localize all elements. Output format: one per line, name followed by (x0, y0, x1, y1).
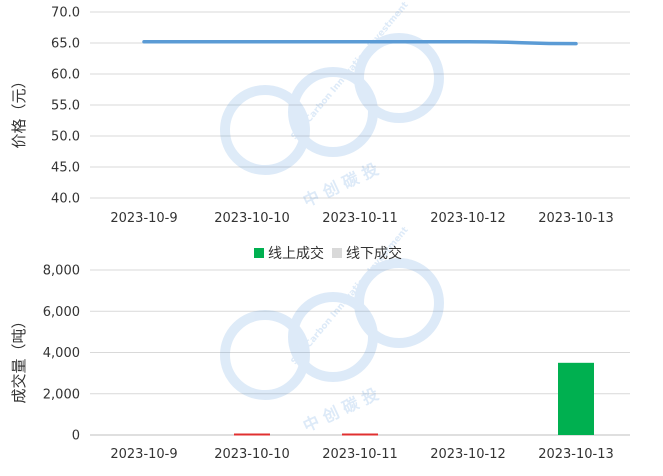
legend-swatch (254, 248, 264, 258)
bar (558, 362, 594, 435)
y-tick-label: 2,000 (43, 387, 80, 402)
y-tick-label: 70.0 (51, 6, 80, 21)
chart-text: 40.0 45.0 50.0 55.0 60.0 65.0 70.0 2023-10-9 202… (10, 6, 614, 463)
watermark-ring (220, 310, 310, 400)
y-tick-label: 55.0 (51, 99, 80, 114)
x-tick-label: 2023-10-11 (322, 447, 398, 462)
x-tick-label: 2023-10-9 (110, 211, 177, 226)
x-tick-label: 2023-10-12 (430, 447, 506, 462)
watermark-ring (288, 292, 378, 382)
x-tick-label: 2023-10-13 (538, 447, 614, 462)
watermark-ring (220, 85, 310, 175)
y-tick-label: 40.0 (51, 192, 80, 207)
watermark-ring (288, 67, 378, 157)
y-tick-label: 60.0 (51, 68, 80, 83)
watermark-cn-text: 中 创 碳 投 (300, 384, 381, 435)
chart-marks (142, 40, 594, 436)
x-tick-label: 2023-10-13 (538, 211, 614, 226)
y-axis-label: 成交量（吨） (10, 313, 28, 403)
legend-swatch (332, 248, 342, 258)
x-tick-label: 2023-10-10 (214, 447, 290, 462)
x-tick-label: 2023-10-10 (214, 211, 290, 226)
y-tick-label: 50.0 (51, 130, 80, 145)
x-tick-label: 2023-10-9 (110, 447, 177, 462)
baseline-marker (234, 433, 270, 436)
y-tick-label: 4,000 (43, 346, 80, 361)
y-axis-label: 价格（元） (10, 73, 28, 148)
watermark-ring (354, 258, 444, 348)
y-tick-label: 45.0 (51, 161, 80, 176)
legend-label: 线上成交 (268, 245, 324, 262)
y-tick-label: 8,000 (43, 264, 80, 279)
y-tick-label: 65.0 (51, 37, 80, 52)
x-tick-label: 2023-10-12 (430, 211, 506, 226)
x-tick-label: 2023-10-11 (322, 211, 398, 226)
y-tick-label: 6,000 (43, 305, 80, 320)
baseline-marker (342, 433, 378, 436)
y-tick-label: 0 (72, 429, 80, 444)
legend-label: 线下成交 (346, 245, 402, 262)
series-line (142, 40, 578, 46)
watermark-ring (354, 33, 444, 123)
